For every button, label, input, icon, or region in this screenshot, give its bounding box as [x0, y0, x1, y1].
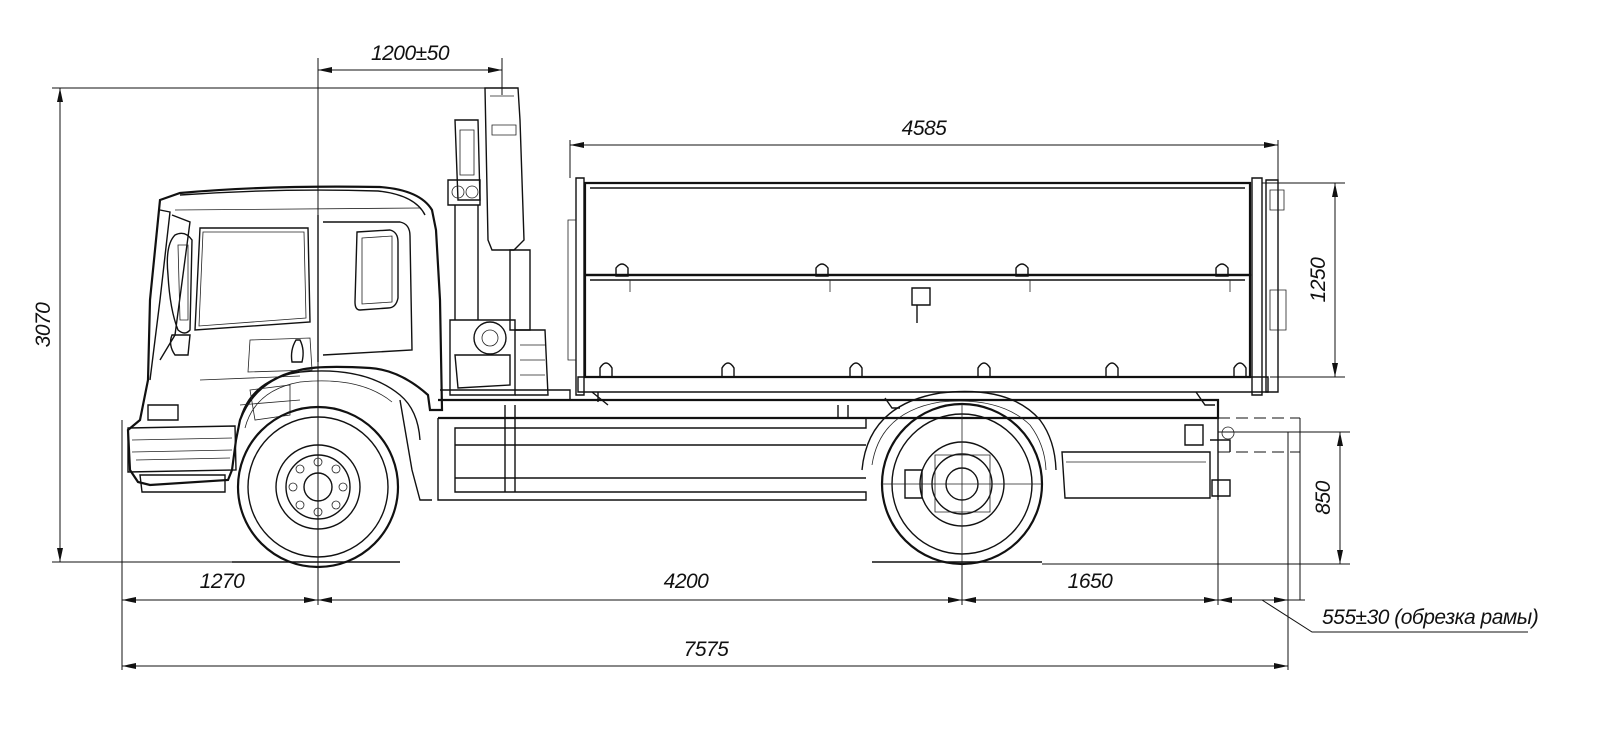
dim-body-height: 1250 [1307, 257, 1330, 303]
dim-total-height: 3070 [32, 302, 55, 348]
dim-frame-height: 850 [1312, 480, 1335, 514]
dim-overall-length: 7575 [684, 638, 730, 661]
dim-rear-overhang: 1650 [1068, 570, 1114, 593]
crane [440, 87, 571, 401]
dim-wheelbase: 4200 [664, 570, 710, 593]
truck-cab [126, 185, 444, 501]
chassis-frame [437, 397, 1235, 501]
dim-crane-offset: 1200±50 [371, 42, 450, 65]
dim-frame-cut-note: 555±30 (обрезка рамы) [1322, 606, 1538, 629]
dim-body-length: 4585 [902, 117, 948, 140]
dimension-lines [52, 58, 1528, 670]
cargo-body [567, 177, 1287, 406]
dim-front-overhang: 1270 [200, 570, 246, 593]
